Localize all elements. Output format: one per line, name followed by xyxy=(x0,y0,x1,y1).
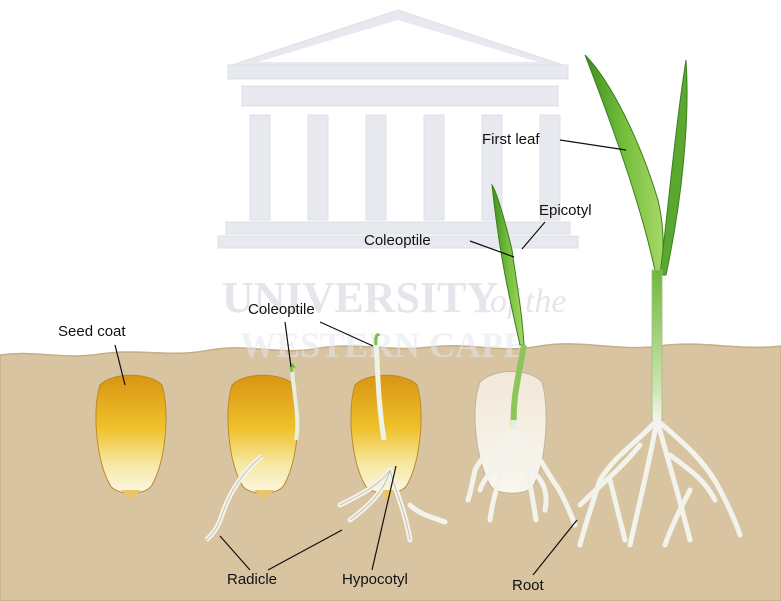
university-building-icon xyxy=(218,10,578,248)
label-coleoptile-stage4: Coleoptile xyxy=(364,232,431,249)
leader-first-leaf xyxy=(560,140,626,150)
label-seed-coat: Seed coat xyxy=(58,323,126,340)
label-hypocotyl: Hypocotyl xyxy=(342,571,408,588)
label-radicle: Radicle xyxy=(227,571,277,588)
label-first-leaf: First leaf xyxy=(482,131,540,148)
label-coleoptile-stage2: Coleoptile xyxy=(248,301,315,318)
watermark-of-the: of the xyxy=(490,283,566,320)
seed-icon xyxy=(228,375,298,493)
label-epicotyl: Epicotyl xyxy=(539,202,592,219)
label-root: Root xyxy=(512,577,545,594)
watermark-western-cape: WESTERN CAPE xyxy=(240,325,527,365)
leaf-icon xyxy=(585,55,663,275)
seed-icon xyxy=(96,375,166,493)
plant-stem xyxy=(652,270,662,420)
